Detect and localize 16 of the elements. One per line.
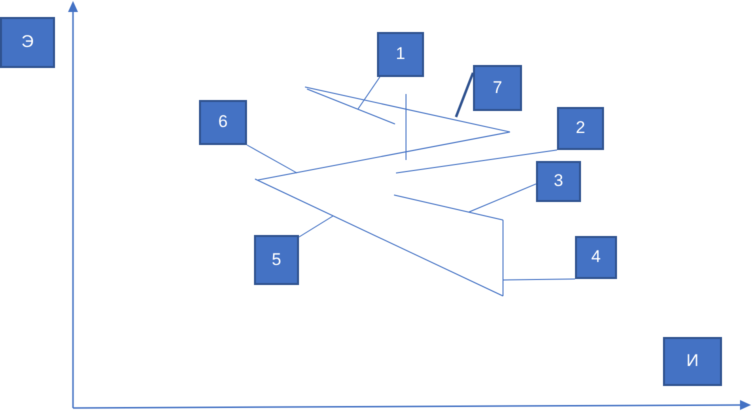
leader-line [246,144,298,174]
leader-line [298,216,334,238]
callout-number: 1 [377,32,424,77]
leader-line [396,150,558,174]
callout-number: 5 [254,235,299,285]
callout-number: 6 [199,100,247,145]
axis-label: Э [0,17,55,68]
callout-number: 2 [557,107,604,150]
callout-number: 4 [575,236,617,279]
axis-label: И [663,337,722,386]
callout-number: 3 [536,161,581,202]
leader-line [358,76,380,110]
leader-line [502,278,576,280]
leader-line [454,72,474,118]
callout-number: 7 [473,65,522,111]
leader-line [468,183,536,212]
